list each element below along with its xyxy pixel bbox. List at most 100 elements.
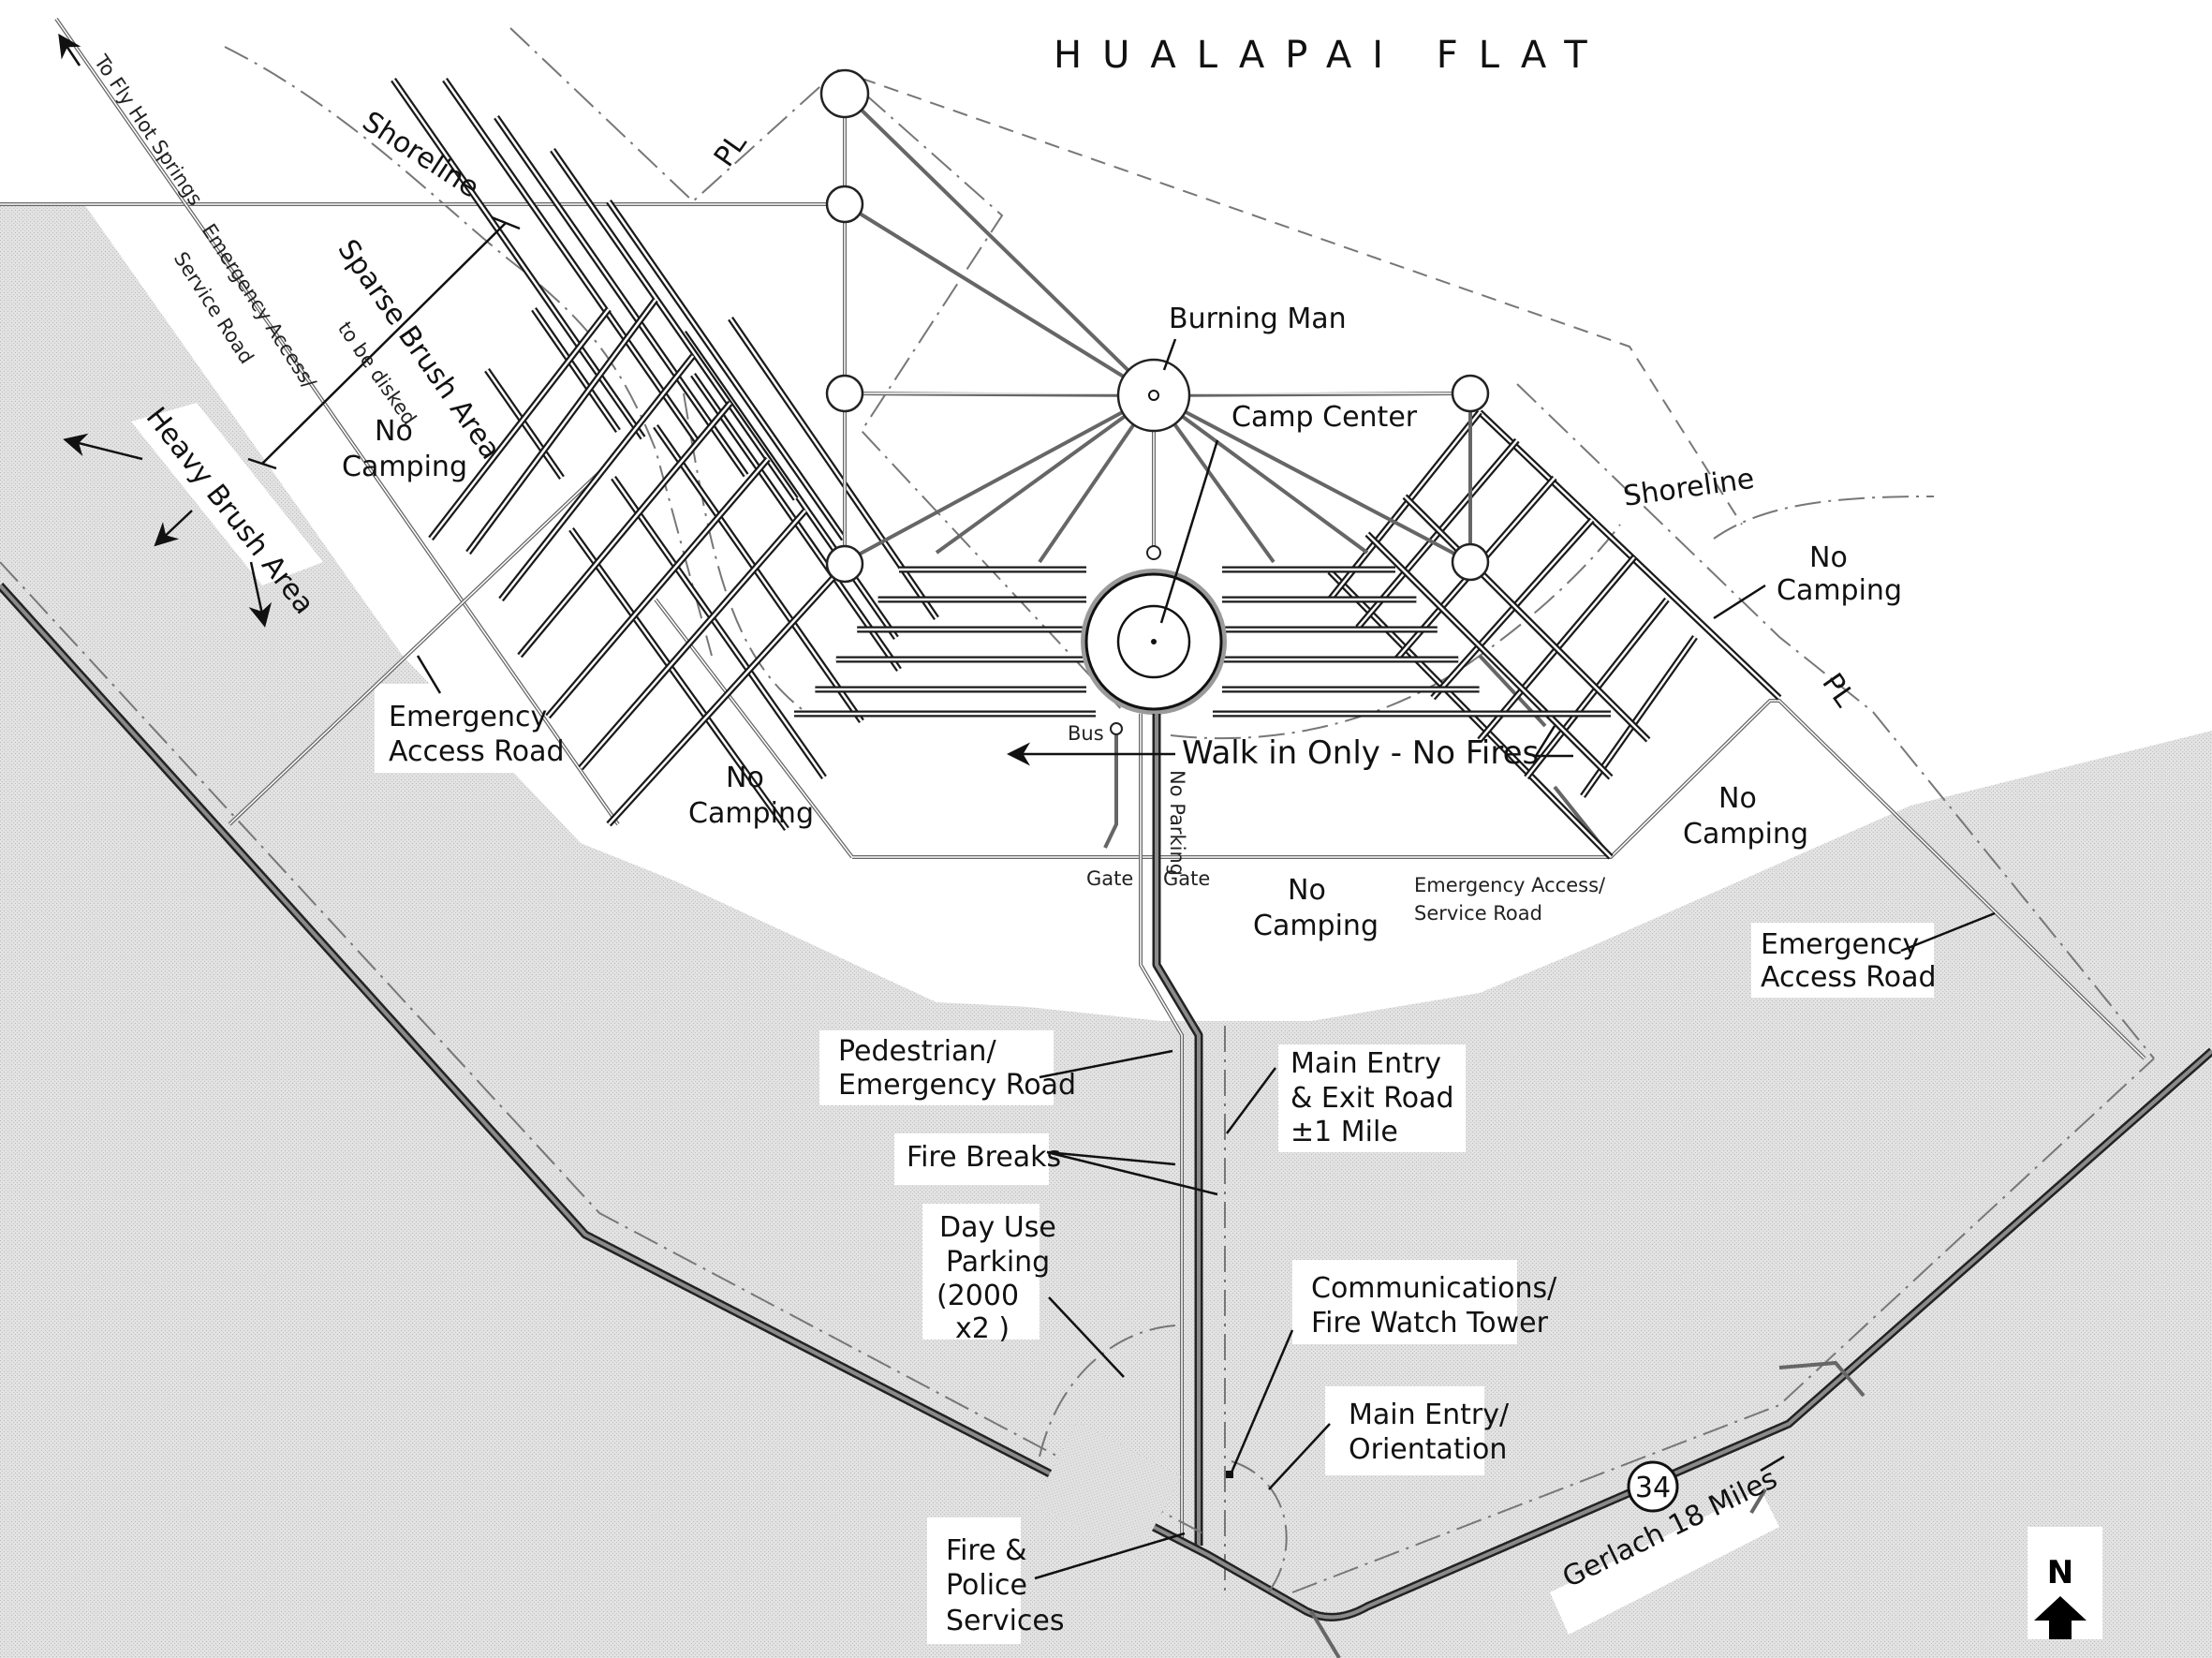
label-no-camping-se: No <box>1718 782 1757 815</box>
label-no-camping-west: No <box>375 415 413 448</box>
label-emergency-access-road-west: Emergency <box>389 701 547 733</box>
arrow-heavy-brush-2 <box>154 510 193 547</box>
label-day-use-parking: Day Use <box>939 1211 1056 1244</box>
arrow-heavy-brush-3 <box>248 561 273 628</box>
grid-cross-street <box>547 458 769 718</box>
day-use-parking-lot <box>1033 1421 1181 1560</box>
camp-arc-south <box>1170 524 1621 740</box>
node-nw-1 <box>825 185 864 224</box>
grid-street-diagonal <box>1366 533 1612 778</box>
label-day-use-parking-3: (2000 <box>936 1280 1019 1312</box>
label-pedestrian-road: Pedestrian/ <box>838 1035 996 1068</box>
label-emergency-service-road-south: Emergency Access/ <box>1414 874 1606 896</box>
label-day-use-parking-2: Parking <box>946 1246 1050 1279</box>
highway-shield-icon: 34 <box>1627 1460 1679 1513</box>
label-no-camping-south-2: Camping <box>1253 910 1379 942</box>
label-walk-in-only[interactable]: Walk in Only - No Fires <box>1182 734 1539 772</box>
boundary-lines <box>224 27 2155 1059</box>
grid-street-diagonal <box>485 369 564 479</box>
label-no-parking: No Parking <box>1166 770 1188 876</box>
label-no-camping-sw-2: Camping <box>688 797 814 830</box>
grid-street-diagonal <box>612 477 826 778</box>
grid-cross-street <box>608 561 848 825</box>
label-camp-center: Camp Center <box>1231 401 1418 434</box>
grid-cross-street <box>466 299 657 554</box>
label-fire-breaks: Fire Breaks <box>907 1141 1061 1174</box>
clear-playa-zone <box>0 0 2212 1021</box>
grid-street-nw-se <box>494 116 747 477</box>
label-main-entry-exit: Main Entry <box>1290 1047 1441 1080</box>
property-line-east <box>1516 383 2155 1059</box>
label-main-entry-exit-2: & Exit Road <box>1290 1082 1454 1115</box>
south-node <box>1146 545 1161 560</box>
label-fire-police-3: Services <box>946 1605 1065 1637</box>
label-comm-tower-2: Fire Watch Tower <box>1311 1307 1549 1340</box>
label-gate-left: Gate <box>1086 867 1133 890</box>
parking-areas <box>1033 1325 1288 1598</box>
label-no-camping-ne-2: Camping <box>1777 574 1902 607</box>
orientation-arc <box>1231 1460 1288 1598</box>
camp-arc-west <box>683 392 806 713</box>
leader-lines <box>416 338 1996 1580</box>
label-main-entry-orientation: Main Entry/ <box>1349 1399 1510 1431</box>
property-line-ne <box>837 69 1743 526</box>
node-nw-3 <box>825 544 864 584</box>
label-comm-tower: Communications/ <box>1311 1272 1557 1305</box>
label-day-use-parking-4: x2 ) <box>955 1312 1010 1345</box>
node-ne-1 <box>1451 374 1490 413</box>
node-ne-2 <box>1451 542 1490 582</box>
entry-road <box>1103 714 1226 1592</box>
bus-loop <box>1103 731 1118 849</box>
grid-street-nw-se <box>607 200 846 540</box>
camp-grid-south <box>794 566 1611 718</box>
label-main-entry-orientation-2: Orientation <box>1349 1433 1507 1466</box>
day-use-parking-arc <box>1039 1325 1176 1458</box>
camp-grid-west <box>391 77 939 832</box>
grid-edge-ne <box>1479 411 1780 699</box>
route-number: 34 <box>1635 1472 1671 1504</box>
label-bus: Bus <box>1068 722 1104 745</box>
minor-roads <box>1309 1360 1865 1658</box>
label-emergency-access-road-east: Emergency <box>1761 928 1919 961</box>
grid-street-nw-se <box>443 79 700 444</box>
grid-cross-street <box>519 402 731 657</box>
heavy-brush-zone-west <box>0 204 2212 1658</box>
label-no-camping-sw: No <box>726 762 764 794</box>
label-main-entry-exit-3: ±1 Mile <box>1290 1116 1398 1148</box>
arrow-heavy-brush-1 <box>63 433 143 461</box>
label-emergency-access-road-west-2: Access Road <box>389 735 565 768</box>
plaza-nodes <box>819 68 1490 584</box>
node-nw-2 <box>825 374 864 413</box>
grid-street-diagonal <box>654 425 863 722</box>
label-no-camping-south: No <box>1288 874 1326 907</box>
north-arrow-icon: N <box>2034 1554 2087 1639</box>
nw-emergency-access-road <box>54 17 620 826</box>
grid-cross-street <box>500 355 694 600</box>
label-fire-police: Fire & <box>946 1534 1026 1567</box>
label-pedestrian-road-2: Emergency Road <box>838 1069 1076 1102</box>
grid-cross-street <box>580 510 806 769</box>
map-title: HUALAPAI FLAT <box>1054 34 1608 77</box>
direction-arrows <box>58 33 1175 766</box>
label-backgrounds <box>131 403 2102 1644</box>
highway-34 <box>0 561 2212 1621</box>
comm-tower-marker <box>1226 1471 1233 1478</box>
node-north <box>819 68 870 119</box>
arrow-to-fly-hot-springs <box>58 33 81 67</box>
label-emergency-access-road-east-2: Access Road <box>1761 961 1937 994</box>
grid-street-diagonal <box>569 528 789 830</box>
label-burning-man: Burning Man <box>1169 303 1347 335</box>
label-no-camping-west-2: Camping <box>342 451 467 483</box>
label-no-camping-ne: No <box>1809 541 1848 574</box>
property-line-north <box>509 27 1125 713</box>
burning-man-marker <box>1148 390 1159 401</box>
label-no-camping-se-2: Camping <box>1683 818 1808 851</box>
grid-cross-street <box>1432 519 1593 699</box>
north-label: N <box>2047 1554 2073 1591</box>
camp-center[interactable] <box>1081 569 1227 715</box>
brush-shading <box>0 204 2212 1658</box>
dimension-marker <box>247 215 521 470</box>
grid-street-nw-se <box>551 149 797 500</box>
grid-street-diagonal <box>1404 496 1649 741</box>
